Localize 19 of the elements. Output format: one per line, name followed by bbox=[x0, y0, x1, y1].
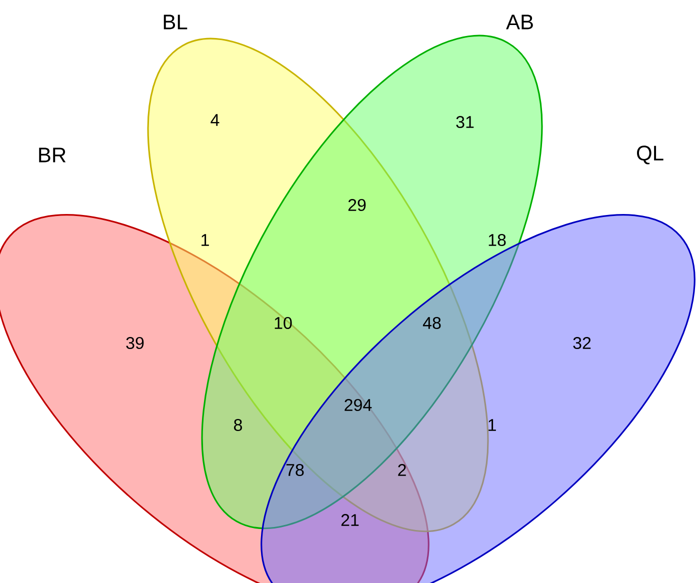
region-count: 32 bbox=[573, 336, 591, 350]
region-count: 1 bbox=[202, 234, 209, 246]
region-count: 21 bbox=[341, 514, 359, 526]
set-label: QL bbox=[637, 146, 664, 164]
region-count: 48 bbox=[422, 316, 441, 330]
region-count: 18 bbox=[488, 234, 506, 246]
region-count: 10 bbox=[274, 316, 292, 330]
region-count: 31 bbox=[456, 116, 474, 128]
set-label: BL bbox=[164, 14, 188, 30]
region-count: 294 bbox=[344, 398, 372, 412]
set-label: AB bbox=[506, 14, 533, 30]
region-count: 4 bbox=[210, 114, 220, 126]
region-count: 78 bbox=[286, 464, 304, 476]
region-count: 1 bbox=[488, 419, 496, 431]
set-label: BR bbox=[39, 148, 66, 162]
region-count: 39 bbox=[126, 336, 144, 350]
region-count: 8 bbox=[234, 418, 242, 432]
region-count: 2 bbox=[398, 464, 406, 476]
region-count: 29 bbox=[348, 198, 366, 212]
